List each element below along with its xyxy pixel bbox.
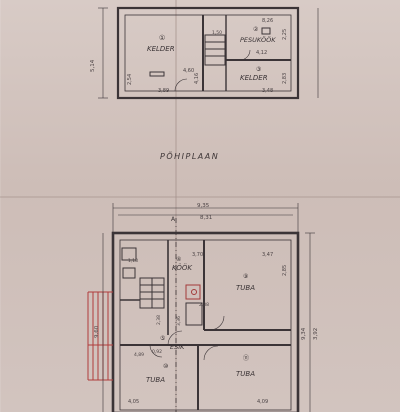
door-swing — [203, 345, 219, 361]
room-10-name: TUBA — [146, 376, 165, 384]
basement-dim: 2,83 — [282, 73, 288, 84]
room-11-name: TUBA — [236, 370, 255, 378]
basement-fixture — [261, 27, 271, 35]
main-dim: 2,38 — [156, 315, 162, 325]
door-swing — [239, 49, 251, 61]
basement-dim: 4,16 — [194, 73, 200, 84]
main-floor-plan — [87, 203, 315, 412]
main-dim: 2,85 — [282, 265, 288, 276]
door-swing — [209, 315, 225, 331]
room-1-name: KELDER — [147, 45, 175, 53]
basement-dim: 8,26 — [262, 18, 273, 24]
room-5-number: ⑤ — [160, 335, 165, 342]
main-dim: 3,47 — [262, 252, 273, 258]
main-outer-wall — [111, 231, 300, 412]
room-3-name: KELDER — [240, 74, 268, 82]
room-9-number: ⑨ — [243, 273, 248, 280]
basement-outer-wall — [116, 6, 300, 100]
basement-dim: 4,12 — [256, 50, 267, 56]
main-dim: 2,38 — [199, 302, 209, 308]
paper-fold-vertical — [175, 0, 177, 412]
room-4-name: KÖÖK — [172, 263, 193, 272]
door-swing — [174, 78, 188, 92]
room-5-name: ESIK — [170, 343, 185, 351]
room-10-number: ⑩ — [163, 363, 168, 370]
main-dim: 4,05 — [128, 399, 139, 405]
section-mark-a: A — [171, 216, 176, 223]
stove-fixture — [121, 247, 137, 261]
basement-plan — [98, 6, 319, 100]
room-4-number: ④ — [176, 256, 181, 263]
main-dim: 9,60 — [94, 325, 100, 338]
main-dim: 1,18 — [128, 258, 138, 264]
basement-dim: 3,89 — [158, 88, 169, 94]
main-dim: 0,92 — [152, 349, 162, 355]
basement-inner-wall — [124, 14, 292, 92]
room-1-number: ① — [159, 34, 165, 42]
door-swing — [149, 344, 163, 358]
paper-fold-horizontal — [0, 196, 400, 198]
pantry-fixture — [185, 302, 203, 326]
main-overall-dim: 8,31 — [200, 215, 212, 221]
room-2-name: PESUKÖÖK — [240, 35, 276, 44]
room-3-number: ③ — [256, 66, 261, 73]
basement-dim: 1,50 — [212, 30, 222, 36]
basement-dim: 4,60 — [183, 68, 194, 74]
room-2-number: ② — [253, 26, 259, 33]
entrance-steps — [87, 291, 113, 381]
door-swing — [167, 330, 183, 346]
main-dim: 9,34 — [301, 327, 307, 340]
main-dim: 3,36 — [176, 316, 182, 326]
basement-stairs — [204, 34, 226, 66]
main-dim: 3,92 — [313, 328, 319, 340]
basement-fixture — [149, 71, 165, 77]
main-inner-wall — [119, 239, 292, 411]
oven-marker — [191, 289, 197, 295]
main-overall-dim: 9,35 — [197, 203, 210, 209]
room-11-number: ⑪ — [243, 354, 249, 362]
plan-title: PÕHIPLAAN — [160, 152, 220, 161]
basement-dim: 3,48 — [262, 88, 273, 94]
main-dim: 4,09 — [257, 399, 268, 405]
room-9-name: TUBA — [236, 284, 255, 292]
basement-dim: 2,25 — [282, 29, 288, 40]
sink-fixture — [122, 267, 136, 279]
main-dim: 4,89 — [134, 352, 144, 358]
oven-fixture — [185, 284, 201, 300]
main-dim: 3,70 — [192, 252, 203, 258]
basement-dim: 2,54 — [127, 74, 133, 85]
basement-dim-right: 5,14 — [90, 59, 96, 72]
